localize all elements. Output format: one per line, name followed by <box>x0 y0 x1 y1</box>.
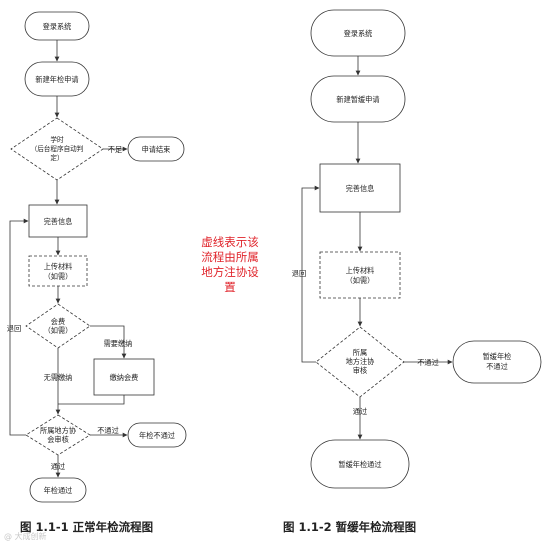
right-upload-node <box>319 251 401 299</box>
left-upload-label-2: （如需） <box>44 272 73 281</box>
left-annual-fail-label: 年检不通过 <box>139 431 175 440</box>
right-defer-fail-label-2: 不通过 <box>486 362 508 371</box>
right-defer-fail-label: 暂缓年检 <box>483 352 512 361</box>
right-defer-pass-node <box>310 439 410 489</box>
right-defer-fail-node <box>452 340 542 384</box>
right-review-label-2: 地方注协 <box>346 357 375 366</box>
right-login-label: 登录系统 <box>344 29 373 38</box>
left-return-label: 退回 <box>7 324 21 333</box>
left-need-pay-label: 需要缴纳 <box>104 339 133 348</box>
right-defer-pass-label: 暂缓年检通过 <box>338 460 381 469</box>
left-annual-fail-node <box>127 422 187 448</box>
right-upload-label-2: （如需） <box>346 276 375 285</box>
left-insufficient-label: 不足 <box>108 145 122 154</box>
left-fee-label: 会费 <box>51 317 65 326</box>
left-time-check-label-2: （后台程序自动判 <box>31 144 84 153</box>
left-upload-node <box>28 255 88 287</box>
right-new-app-label: 新建暂缓申请 <box>336 95 379 104</box>
left-time-check-label-3: 定） <box>50 153 63 162</box>
note-line-2: 流程由所属 <box>201 250 259 264</box>
right-pass-label: 通过 <box>353 407 367 416</box>
left-upload-label: 上传材料 <box>44 262 73 271</box>
right-return-label: 退回 <box>292 269 306 278</box>
left-complete-info-label: 完善信息 <box>44 217 73 226</box>
left-apply-end-node <box>127 136 185 162</box>
left-review-label-2: 会审核 <box>47 435 69 444</box>
watermark: @ 大成创新 <box>4 532 47 541</box>
right-complete-info-label: 完善信息 <box>346 184 375 193</box>
left-complete-info-node <box>28 204 88 238</box>
left-fail-label: 不通过 <box>97 426 119 435</box>
left-fee-label-2: （如需） <box>44 326 73 335</box>
note-line-1: 虚线表示该 <box>201 235 259 249</box>
note-line-3: 地方注协设 <box>201 265 259 279</box>
left-no-pay-label: 无需缴纳 <box>44 373 73 382</box>
note-line-4: 置 <box>224 280 236 294</box>
left-login-label: 登录系统 <box>43 22 72 31</box>
left-pass-label: 通过 <box>51 462 65 471</box>
left-caption: 图 1.1-1 正常年检流程图 <box>20 520 154 534</box>
left-annual-pass-label: 年检通过 <box>44 486 73 495</box>
dashed-line-note: 虚线表示该 流程由所属 地方注协设 置 <box>192 235 268 295</box>
left-apply-end-label: 申请结束 <box>142 145 171 154</box>
left-new-app-label: 新建年检申请 <box>35 75 78 84</box>
right-review-label-3: 审核 <box>353 366 367 375</box>
right-flowchart: 登录系统 新建暂缓申请 完善信息 上传材料 （如需） 所属 地方注协 审核 不通… <box>292 9 542 489</box>
right-review-label: 所属 <box>353 348 367 357</box>
right-fail-label: 不通过 <box>417 358 439 367</box>
left-pay-fee-node <box>93 358 155 396</box>
left-review-label: 所属地方协 <box>40 426 76 435</box>
right-caption: 图 1.1-2 暂缓年检流程图 <box>283 520 417 534</box>
left-pay-fee-label: 缴纳会费 <box>110 373 139 382</box>
left-annual-pass-node <box>29 477 87 503</box>
right-upload-label: 上传材料 <box>346 266 375 275</box>
right-complete-info-node <box>319 163 401 213</box>
left-time-check-label: 学时 <box>50 135 64 144</box>
left-flowchart: 登录系统 新建年检申请 学时 （后台程序自动判 定） 不足 申请结束 完善信息 … <box>7 11 187 503</box>
